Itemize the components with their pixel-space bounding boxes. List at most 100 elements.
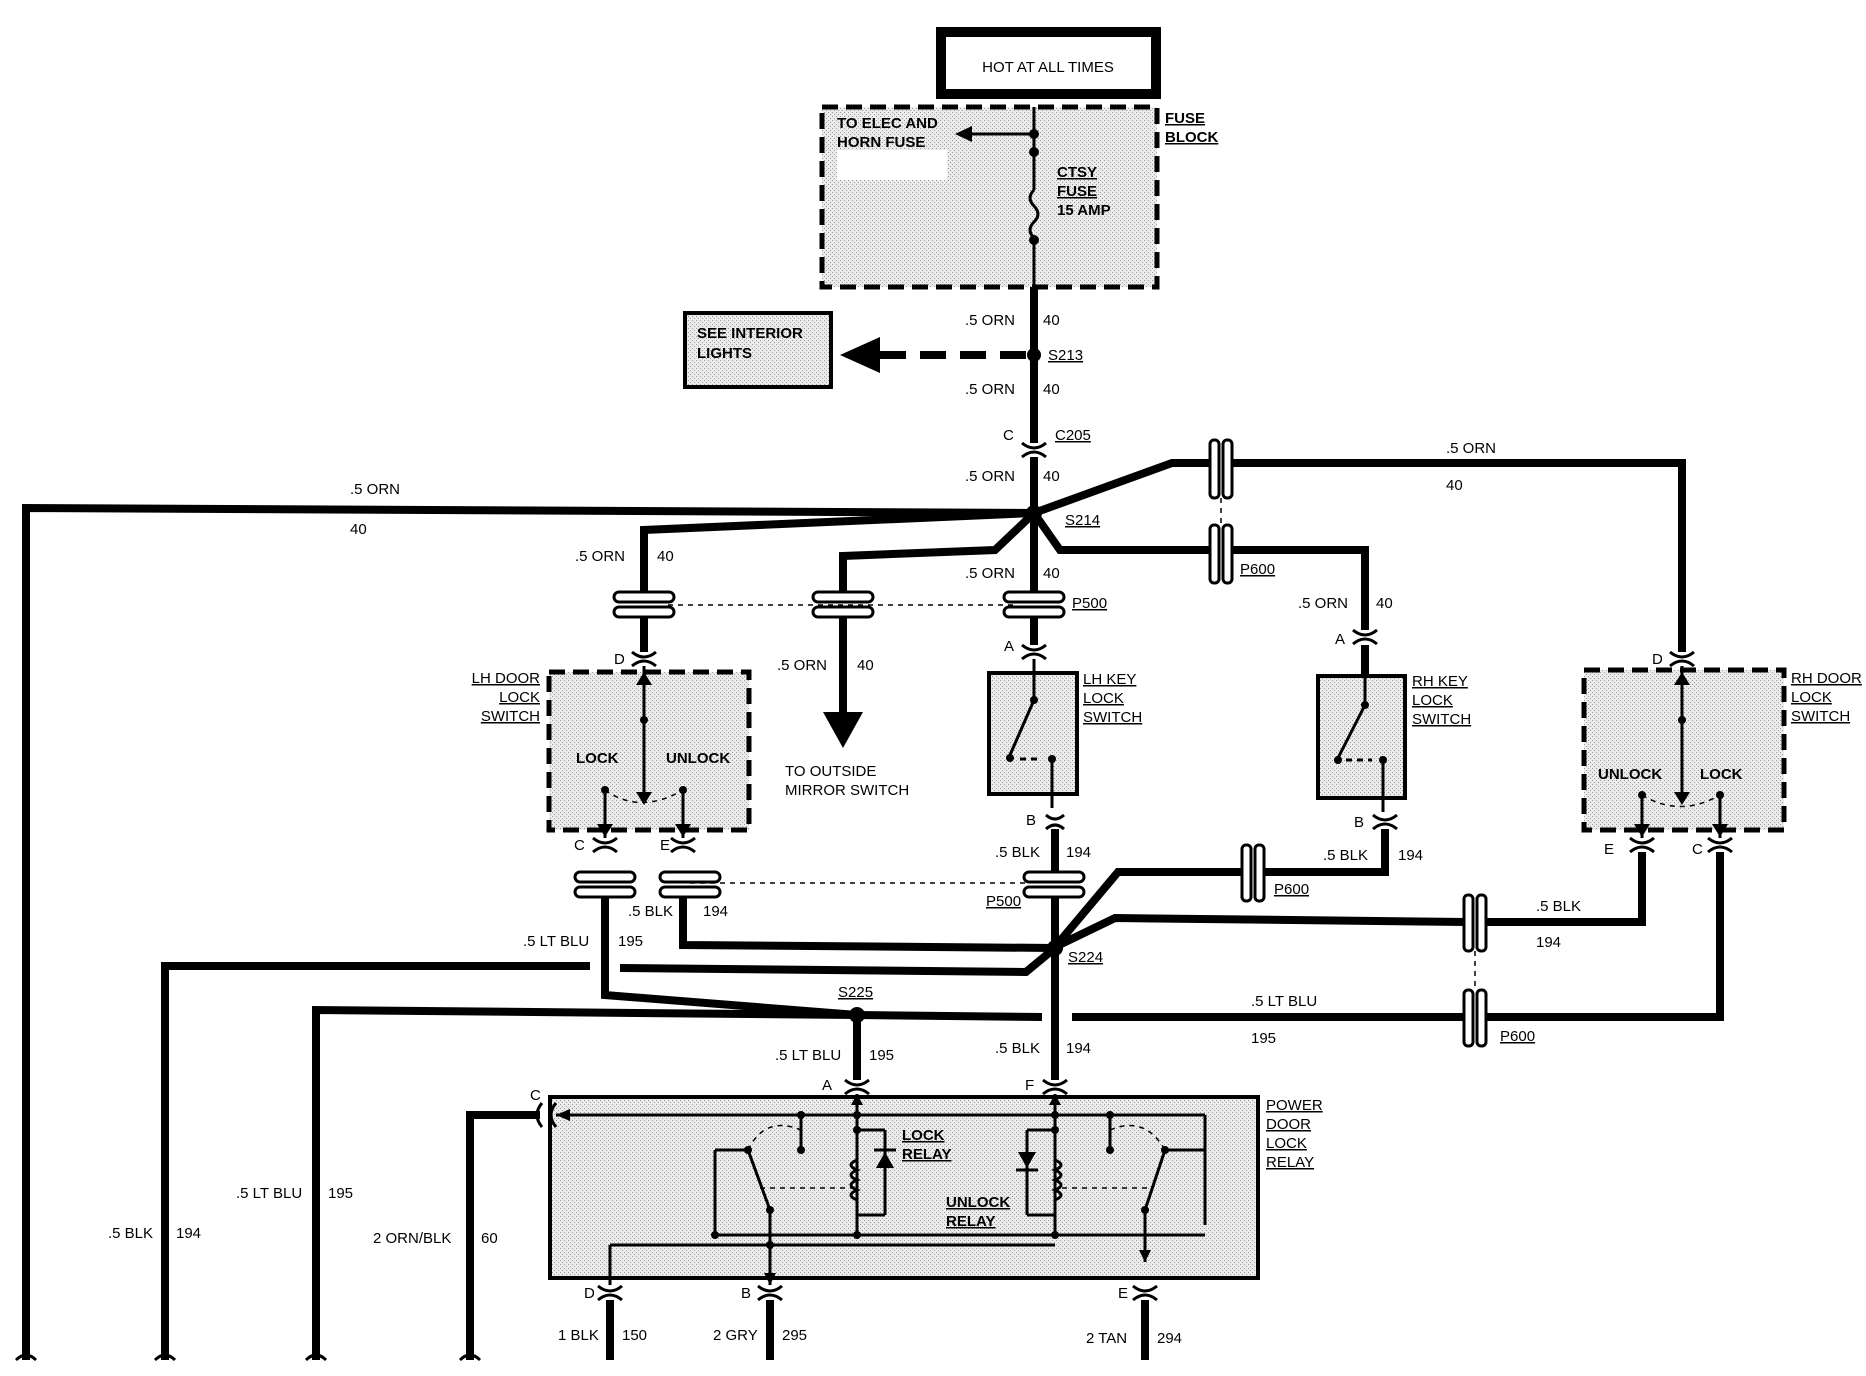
interior-label-2: LIGHTS (697, 345, 752, 362)
rh-door-ltblu-wire (1486, 852, 1724, 1021)
fuse-note-2: HORN FUSE (837, 134, 925, 151)
wire-label: .5 ORN (575, 548, 625, 565)
hot-at-all-times-box: HOT AT ALL TIMES (936, 27, 1161, 99)
left-orn-wire (22, 503, 1035, 1360)
connector-p500-lower: P500 (573, 870, 1086, 910)
wire-label: .5 ORN (965, 312, 1015, 329)
pin-label: D (584, 1285, 595, 1302)
mirror-arrow (823, 712, 863, 748)
lh-door-lock-label: LOCK (576, 750, 619, 767)
unlock-relay-label-1: UNLOCK (946, 1194, 1010, 1211)
wire-label: .5 BLK (108, 1225, 153, 1242)
circuit-label: 40 (1376, 595, 1393, 612)
wire-label: .5 BLK (1536, 898, 1581, 915)
wire-label: 2 GRY (713, 1327, 758, 1344)
rh-door-feed-wire (1032, 459, 1212, 517)
circuit-label: 195 (1251, 1030, 1276, 1047)
rh-key-blk-wire-left (1051, 868, 1244, 950)
wire-label: 2 TAN (1086, 1330, 1127, 1347)
wire-label: .5 BLK (995, 1040, 1040, 1057)
circuit-label: 194 (1066, 1040, 1091, 1057)
circuit-label: 194 (1398, 847, 1423, 864)
lh-door-label-2: LOCK (499, 689, 540, 706)
interior-arrow (840, 337, 880, 373)
unlock-relay-label-2: RELAY (946, 1213, 995, 1230)
circuit-label: 150 (622, 1327, 647, 1344)
pin-label: D (614, 651, 625, 668)
pin-label: F (1025, 1077, 1034, 1094)
wire-label: .5 LT BLU (1251, 993, 1317, 1010)
pin-label: B (1026, 812, 1036, 829)
circuit-label: 40 (350, 521, 367, 538)
splice-s213-label: S213 (1048, 347, 1083, 364)
circuit-label: 40 (1043, 565, 1060, 582)
circuit-label: 194 (703, 903, 728, 920)
fuse-block-label-2: BLOCK (1165, 129, 1218, 146)
relay-title-2: DOOR (1266, 1116, 1311, 1133)
connector-c205-label: C205 (1055, 427, 1091, 444)
circuit-label: 194 (176, 1225, 201, 1242)
fuse-note-1: TO ELEC AND (837, 115, 938, 132)
lh-door-unlock-label: UNLOCK (666, 750, 730, 767)
circuit-label: 40 (1043, 381, 1060, 398)
rh-door-label-2: LOCK (1791, 689, 1832, 706)
rh-door-blk-wire-left (1053, 913, 1467, 951)
lh-key-label-2: LOCK (1083, 690, 1124, 707)
connector-c205: C C205 (1003, 427, 1091, 459)
circuit-label: 194 (1536, 934, 1561, 951)
blk-194-wire-left (161, 962, 590, 1360)
connector-p600-label: P600 (1500, 1028, 1535, 1045)
lh-door-label-3: SWITCH (481, 708, 540, 725)
fuse-word: FUSE (1057, 183, 1097, 200)
circuit-label: 295 (782, 1327, 807, 1344)
relay-title-3: LOCK (1266, 1135, 1307, 1152)
connector-p500-label: P500 (986, 893, 1021, 910)
wire-label: .5 ORN (1298, 595, 1348, 612)
rh-key-blk-wire (1264, 829, 1389, 876)
mirror-label-2: MIRROR SWITCH (785, 782, 909, 799)
lh-key-label-1: LH KEY (1083, 671, 1136, 688)
rh-door-label-3: SWITCH (1791, 708, 1850, 725)
orn-blk-60-wire (466, 1111, 540, 1360)
circuit-label: 294 (1157, 1330, 1182, 1347)
lh-door-feed-wire (640, 509, 1035, 592)
splice-s225-label: S225 (838, 984, 873, 1001)
wire-label: 2 ORN/BLK (373, 1230, 451, 1247)
lh-door-label-1: LH DOOR (472, 670, 541, 687)
rh-door-label-1: RH DOOR (1791, 670, 1862, 687)
pin-label: E (1118, 1285, 1128, 1302)
pin-label: E (1604, 841, 1614, 858)
circuit-label: 60 (481, 1230, 498, 1247)
fuse-block: FUSE BLOCK TO ELEC AND HORN FUSE CTSY FU… (819, 104, 1218, 290)
circuit-label: 40 (1446, 477, 1463, 494)
rh-key-label-3: SWITCH (1412, 711, 1471, 728)
lh-door-blk-wire (679, 897, 1056, 952)
mirror-label-1: TO OUTSIDE (785, 763, 876, 780)
pin-label: A (1335, 631, 1345, 648)
bottom-wire-ends (14, 1353, 482, 1362)
lock-relay-label-1: LOCK (902, 1127, 945, 1144)
relay-title-1: POWER (1266, 1097, 1323, 1114)
rh-key-label-2: LOCK (1412, 692, 1453, 709)
connector-p600-label: P600 (1274, 881, 1309, 898)
rh-key-label-1: RH KEY (1412, 673, 1468, 690)
ltblu-195-wire-mid (856, 1011, 1043, 1021)
wire-label: .5 ORN (777, 657, 827, 674)
wire-label: .5 ORN (965, 468, 1015, 485)
fuse-block-label-1: FUSE (1165, 110, 1205, 127)
connector-p500-upper: P500 (612, 590, 1107, 619)
splice-s214-label: S214 (1065, 512, 1100, 529)
lh-door-lock-switch: D LH DOOR LOCK SWITCH LOCK UNLOCK C E (472, 650, 752, 854)
rh-door-lock-switch: D RH DOOR LOCK SWITCH UNLOCK LOCK E C (1581, 650, 1862, 858)
pin-label: B (741, 1285, 751, 1302)
connector-p600-lower: P600 P600 (1240, 843, 1535, 1048)
rh-door-lock-label: LOCK (1700, 766, 1743, 783)
splice-s224-label: S224 (1068, 949, 1103, 966)
circuit-label: 195 (618, 933, 643, 950)
wire-label: .5 LT BLU (775, 1047, 841, 1064)
rh-key-feed-wire (1030, 510, 1212, 554)
wire-label: .5 BLK (628, 903, 673, 920)
mirror-wire (839, 510, 1037, 592)
blk-194-wire-mid (619, 944, 1058, 977)
circuit-label: 40 (657, 548, 674, 565)
